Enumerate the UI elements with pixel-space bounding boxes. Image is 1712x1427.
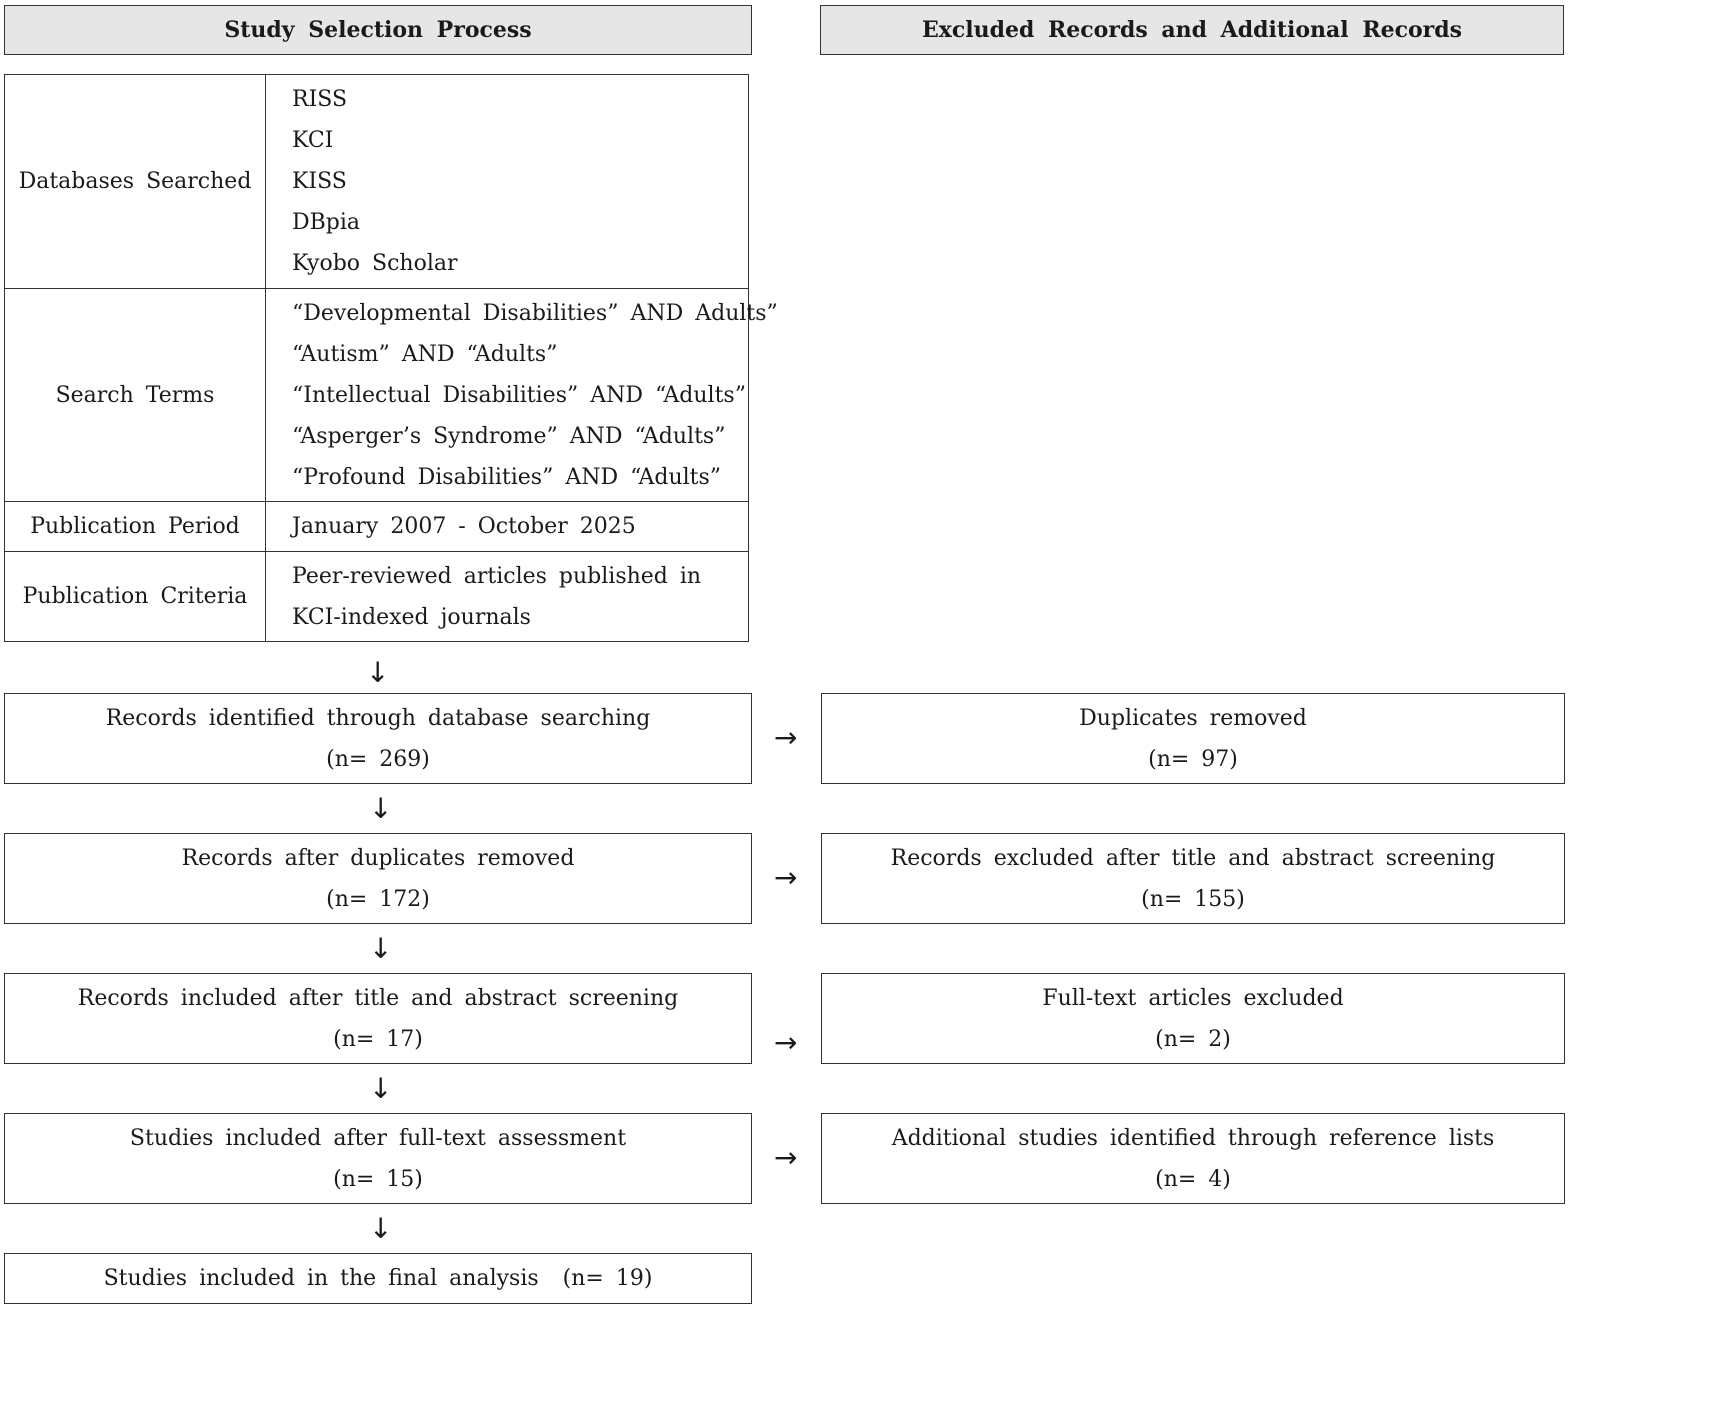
flow-box-count: (n= 17): [333, 1026, 423, 1052]
publication-criteria-line: KCI-indexed journals: [292, 604, 531, 630]
publication-period-value: January 2007 - October 2025: [292, 514, 636, 539]
criteria-values: January 2007 - October 2025: [265, 501, 749, 552]
flow-box-after-duplicates: Records after duplicates removed (n= 172…: [4, 833, 752, 924]
criteria-row-publication-criteria: Publication Criteria Peer-reviewed artic…: [4, 551, 749, 642]
side-box-excluded-screening: Records excluded after title and abstrac…: [821, 833, 1565, 924]
flow-box-count: (n= 15): [333, 1166, 423, 1192]
right-arrow: →: [774, 721, 798, 754]
flow-box-count: (n= 172): [326, 886, 430, 912]
flow-box-text: Records included after title and abstrac…: [77, 985, 679, 1011]
side-box-fulltext-excluded: Full-text articles excluded (n= 2): [821, 973, 1565, 1064]
down-arrow: ↓: [366, 656, 390, 689]
criteria-values: RISS KCI KISS DBpia Kyobo Scholar: [265, 74, 749, 289]
database-item: KCI: [292, 128, 334, 153]
flow-box-text: Records after duplicates removed: [181, 845, 575, 871]
right-arrow: →: [774, 1141, 798, 1174]
right-column-header-text: Excluded Records and Additional Records: [921, 17, 1463, 43]
right-column-header: Excluded Records and Additional Records: [820, 5, 1564, 55]
flow-box-text: Studies included in the final analysis: [103, 1266, 539, 1291]
search-term-item: “Profound Disabilities” AND “Adults”: [292, 464, 722, 490]
side-box-text: Full-text articles excluded: [1042, 985, 1344, 1011]
side-box-text: Duplicates removed: [1079, 705, 1307, 731]
down-arrow: ↓: [369, 1072, 393, 1105]
left-column-header-text: Study Selection Process: [224, 17, 532, 43]
criteria-label: Databases Searched: [4, 74, 266, 289]
criteria-row-publication-period: Publication Period January 2007 - Octobe…: [4, 501, 749, 552]
down-arrow: ↓: [369, 1212, 393, 1245]
side-box-text: Additional studies identified through re…: [891, 1125, 1495, 1151]
criteria-values: Peer-reviewed articles published in KCI-…: [265, 551, 749, 642]
side-box-count: (n= 2): [1155, 1026, 1231, 1052]
criteria-label: Publication Period: [4, 501, 266, 552]
right-arrow: →: [774, 1026, 798, 1059]
down-arrow: ↓: [369, 792, 393, 825]
criteria-values: “Developmental Disabilities” AND Adults”…: [265, 288, 778, 502]
flow-box-after-fulltext: Studies included after full-text assessm…: [4, 1113, 752, 1204]
side-box-text: Records excluded after title and abstrac…: [890, 845, 1496, 871]
criteria-row-search-terms: Search Terms “Developmental Disabilities…: [4, 288, 778, 502]
search-term-item: “Autism” AND “Adults”: [292, 341, 558, 367]
right-arrow: →: [774, 861, 798, 894]
criteria-label: Search Terms: [4, 288, 266, 502]
flow-box-final-analysis: Studies included in the final analysis (…: [4, 1253, 752, 1304]
criteria-label: Publication Criteria: [4, 551, 266, 642]
flow-box-text: Studies included after full-text assessm…: [129, 1125, 627, 1151]
search-term-item: “Intellectual Disabilities” AND “Adults”: [292, 382, 746, 408]
criteria-row-databases: Databases Searched RISS KCI KISS DBpia K…: [4, 74, 749, 289]
database-item: Kyobo Scholar: [292, 251, 458, 276]
left-column-header: Study Selection Process: [4, 5, 752, 55]
flow-box-count: (n= 19): [562, 1266, 653, 1291]
side-box-additional-studies: Additional studies identified through re…: [821, 1113, 1565, 1204]
side-box-count: (n= 97): [1148, 746, 1238, 772]
publication-criteria-line: Peer-reviewed articles published in: [292, 563, 702, 589]
down-arrow: ↓: [369, 932, 393, 965]
side-box-count: (n= 155): [1141, 886, 1245, 912]
search-term-item: “Developmental Disabilities” AND Adults”: [292, 300, 778, 326]
database-item: KISS: [292, 169, 347, 194]
side-box-count: (n= 4): [1155, 1166, 1231, 1192]
search-term-item: “Asperger’s Syndrome” AND “Adults”: [292, 423, 726, 449]
flow-box-text: Records identified through database sear…: [105, 705, 651, 731]
flow-box-after-screening: Records included after title and abstrac…: [4, 973, 752, 1064]
search-criteria-table: Databases Searched RISS KCI KISS DBpia K…: [4, 74, 778, 642]
side-box-duplicates: Duplicates removed (n= 97): [821, 693, 1565, 784]
database-item: DBpia: [292, 210, 361, 235]
database-item: RISS: [292, 87, 348, 112]
flow-box-identified: Records identified through database sear…: [4, 693, 752, 784]
flow-box-count: (n= 269): [326, 746, 430, 772]
